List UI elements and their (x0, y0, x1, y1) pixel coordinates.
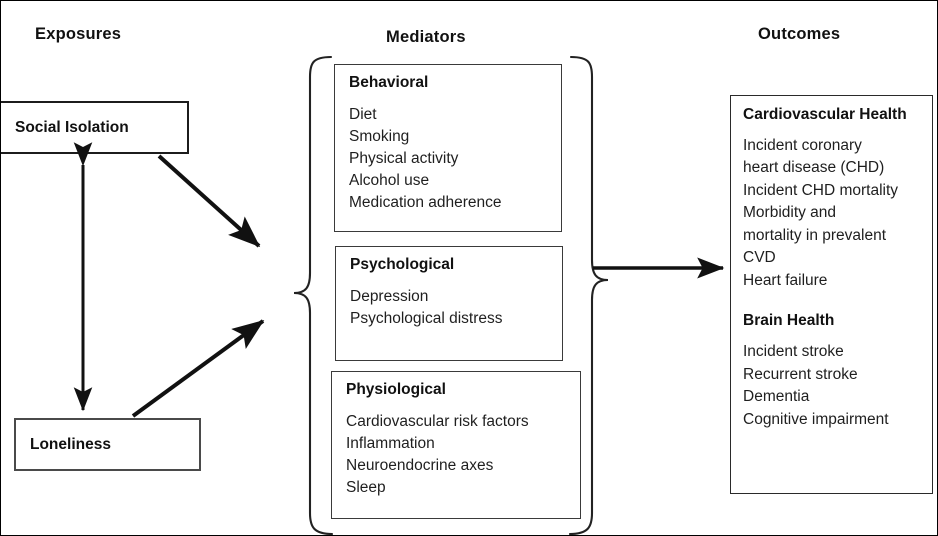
mediator-item: Medication adherence (349, 194, 502, 211)
mediator-item: Diet (349, 106, 377, 123)
outcome-item: Incident coronary (743, 137, 862, 154)
outcome-title-cardiovascular-health: Cardiovascular Health (743, 106, 907, 123)
mediator-item: Depression (350, 288, 429, 305)
column-header-exposures: Exposures (35, 25, 122, 43)
outcome-list-brain: Incident stroke Recurrent stroke Dementi… (743, 341, 932, 431)
outcome-item: Dementia (743, 388, 810, 406)
outcome-item: Incident CHD mortality (743, 181, 899, 199)
mediator-box-behavioral: Behavioral Diet Smoking Physical activit… (334, 64, 562, 232)
left-curly-brace (293, 55, 334, 535)
outcome-item: Cognitive impairment (743, 410, 889, 428)
exposure-box-social-isolation: Social Isolation (1, 101, 189, 154)
exposure-label-social-isolation: Social Isolation (15, 118, 129, 136)
arrow-social-isolation-to-mediators (157, 154, 261, 248)
outcome-title-brain-health: Brain Health (743, 312, 835, 330)
outcomes-box: Cardiovascular Health Incident coronary … (730, 95, 933, 494)
outcome-item: heart disease (CHD) (743, 159, 885, 177)
outcome-item: Recurrent stroke (743, 365, 858, 383)
exposure-label-loneliness: Loneliness (30, 435, 111, 453)
outcome-item: Heart failure (743, 271, 828, 289)
mediator-title-physiological: Physiological (346, 381, 446, 398)
mediator-item: Cardiovascular risk factors (346, 413, 529, 430)
arrow-loneliness-to-mediators (131, 319, 265, 418)
mediator-item: Neuroendocrine axes (346, 457, 494, 474)
outcome-item: Incident stroke (743, 343, 844, 361)
mediator-item: Smoking (349, 128, 410, 145)
outcome-list-cardiovascular: Incident coronary heart disease (CHD) In… (743, 135, 932, 292)
column-header-outcomes: Outcomes (758, 25, 841, 43)
mediator-title-psychological: Psychological (350, 256, 455, 273)
mediator-box-psychological: Psychological Depression Psychological d… (335, 246, 563, 361)
mediator-item: Physical activity (349, 150, 459, 167)
outcome-item: Morbidity and (743, 204, 837, 222)
column-header-mediators: Mediators (386, 28, 466, 46)
exposure-box-loneliness: Loneliness (14, 418, 201, 471)
outcome-item: mortality in prevalent (743, 226, 887, 244)
outcome-item: CVD (743, 249, 776, 267)
mediator-item: Psychological distress (350, 310, 503, 327)
mediator-item: Inflammation (346, 435, 435, 452)
mediator-box-physiological: Physiological Cardiovascular risk factor… (331, 371, 581, 519)
mediator-title-behavioral: Behavioral (349, 74, 429, 91)
mediator-item: Sleep (346, 479, 386, 496)
mediator-item: Alcohol use (349, 172, 430, 189)
